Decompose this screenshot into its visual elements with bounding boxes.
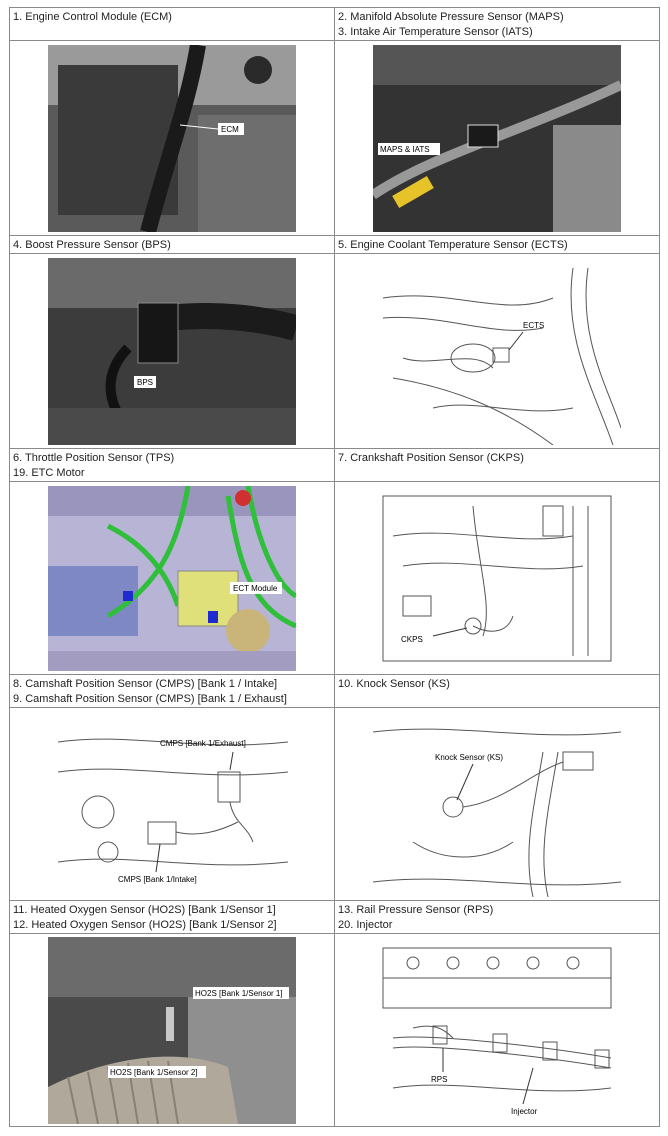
label-line: 2. Manifold Absolute Pressure Sensor (MA… bbox=[338, 11, 564, 23]
cell-label-ho2s: 11. Heated Oxygen Sensor (HO2S) [Bank 1/… bbox=[9, 900, 335, 934]
cmps-diagram: CMPS [Bank 1/Exhaust] CMPS [Bank 1/Intak… bbox=[48, 711, 296, 897]
cell-label-cmps: 8. Camshaft Position Sensor (CMPS) [Bank… bbox=[9, 674, 335, 708]
callout-label: Knock Sensor (KS) bbox=[435, 753, 503, 762]
cell-image-ckps: CKPS bbox=[334, 481, 660, 675]
cell-label-ecm: 1. Engine Control Module (ECM) bbox=[9, 7, 335, 41]
cell-label-ckps: 7. Crankshaft Position Sensor (CKPS) bbox=[334, 448, 660, 482]
label-line: 9. Camshaft Position Sensor (CMPS) [Bank… bbox=[13, 693, 287, 705]
callout-label: MAPS & IATS bbox=[380, 145, 430, 154]
label-line: 11. Heated Oxygen Sensor (HO2S) [Bank 1/… bbox=[13, 904, 276, 916]
label-line: 10. Knock Sensor (KS) bbox=[338, 678, 450, 690]
callout-label: CKPS bbox=[401, 635, 423, 644]
cell-image-rps-injector: RPS Injector bbox=[334, 933, 660, 1127]
label-line: 13. Rail Pressure Sensor (RPS) bbox=[338, 904, 494, 916]
label-line: 20. Injector bbox=[338, 919, 393, 931]
cell-image-ho2s: HO2S [Bank 1/Sensor 1] HO2S [Bank 1/Sens… bbox=[9, 933, 335, 1127]
callout-label: BPS bbox=[137, 378, 153, 387]
ects-diagram: ECTS bbox=[373, 257, 621, 445]
maps-iats-photo: MAPS & IATS bbox=[373, 44, 621, 232]
cell-label-rps-injector: 13. Rail Pressure Sensor (RPS) 20. Injec… bbox=[334, 900, 660, 934]
label-line: 8. Camshaft Position Sensor (CMPS) [Bank… bbox=[13, 678, 278, 690]
cell-image-tps: ECT Module bbox=[9, 481, 335, 675]
label-line: 12. Heated Oxygen Sensor (HO2S) [Bank 1/… bbox=[13, 919, 277, 931]
label-line: 7. Crankshaft Position Sensor (CKPS) bbox=[338, 452, 524, 464]
bps-photo: BPS bbox=[48, 257, 296, 445]
label-line: 3. Intake Air Temperature Sensor (IATS) bbox=[338, 26, 533, 38]
cell-image-ks: Knock Sensor (KS) bbox=[334, 707, 660, 901]
label-line: 6. Throttle Position Sensor (TPS) bbox=[13, 452, 175, 464]
ho2s-photo: HO2S [Bank 1/Sensor 1] HO2S [Bank 1/Sens… bbox=[48, 936, 296, 1124]
ckps-diagram: CKPS bbox=[373, 485, 621, 671]
label-line: 19. ETC Motor bbox=[13, 467, 85, 479]
cell-image-bps: BPS bbox=[9, 253, 335, 449]
tps-render: ECT Module bbox=[48, 485, 296, 671]
label-line: 5. Engine Coolant Temperature Sensor (EC… bbox=[338, 239, 568, 251]
callout-label: CMPS [Bank 1/Exhaust] bbox=[160, 739, 246, 748]
label-line: 4. Boost Pressure Sensor (BPS) bbox=[13, 239, 171, 251]
cell-image-maps-iats: MAPS & IATS bbox=[334, 40, 660, 236]
callout-label: ECTS bbox=[523, 321, 544, 330]
cell-image-ects: ECTS bbox=[334, 253, 660, 449]
cell-label-ks: 10. Knock Sensor (KS) bbox=[334, 674, 660, 708]
callout-label: HO2S [Bank 1/Sensor 2] bbox=[110, 1068, 198, 1077]
cell-image-ecm: ECM bbox=[9, 40, 335, 236]
callout-label: Injector bbox=[511, 1107, 538, 1116]
rps-injector-diagram: RPS Injector bbox=[373, 937, 621, 1123]
callout-label: ECM bbox=[221, 125, 239, 134]
cell-label-ects: 5. Engine Coolant Temperature Sensor (EC… bbox=[334, 235, 660, 254]
label-line: 1. Engine Control Module (ECM) bbox=[13, 11, 172, 23]
callout-label: CMPS [Bank 1/Intake] bbox=[118, 875, 197, 884]
sensor-location-table: 1. Engine Control Module (ECM) 2. Manifo… bbox=[9, 7, 660, 1127]
cell-label-maps-iats: 2. Manifold Absolute Pressure Sensor (MA… bbox=[334, 7, 660, 41]
ks-diagram: Knock Sensor (KS) bbox=[373, 711, 621, 897]
ecm-photo: ECM bbox=[48, 44, 296, 232]
callout-label: ECT Module bbox=[233, 584, 278, 593]
cell-label-bps: 4. Boost Pressure Sensor (BPS) bbox=[9, 235, 335, 254]
cell-image-cmps: CMPS [Bank 1/Exhaust] CMPS [Bank 1/Intak… bbox=[9, 707, 335, 901]
cell-label-tps: 6. Throttle Position Sensor (TPS) 19. ET… bbox=[9, 448, 335, 482]
callout-label: HO2S [Bank 1/Sensor 1] bbox=[195, 989, 283, 998]
callout-label: RPS bbox=[431, 1075, 447, 1084]
